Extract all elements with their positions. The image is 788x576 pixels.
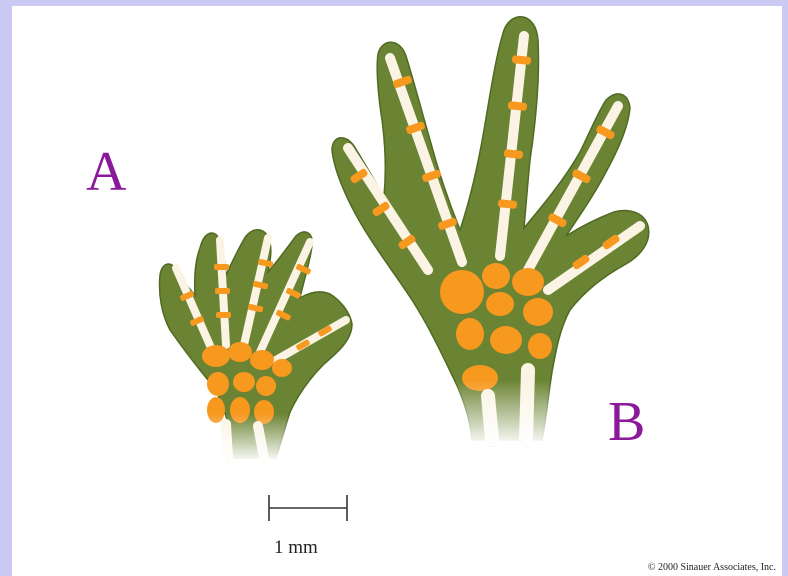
scale-bar-label: 1 mm xyxy=(274,537,318,559)
scale-bar xyxy=(269,495,347,521)
label-b: B xyxy=(608,394,645,450)
label-a: A xyxy=(86,144,126,200)
hand-comparison-figure xyxy=(12,6,782,576)
slide-canvas: A B 1 mm © 2000 Sinauer Associates, Inc. xyxy=(12,6,782,576)
copyright-notice: © 2000 Sinauer Associates, Inc. xyxy=(648,562,776,573)
hand-b xyxy=(320,6,660,446)
